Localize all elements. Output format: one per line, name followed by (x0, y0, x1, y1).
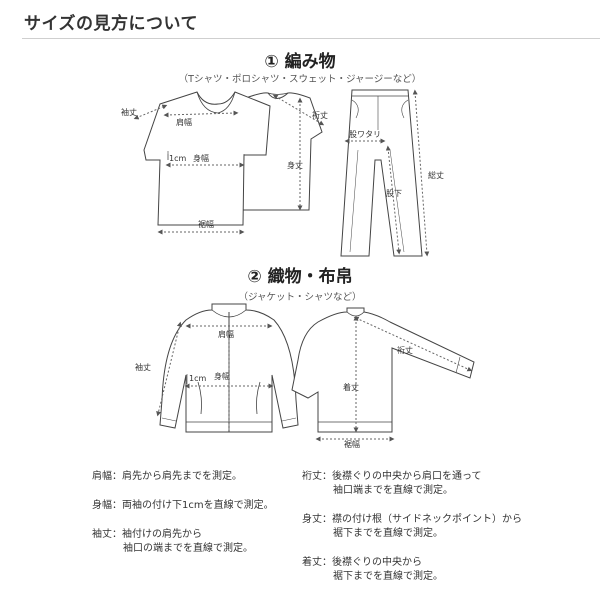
def-body-length: 身丈：襟の付け根（サイドネックポイント）から 裾下までを直線で測定。 (302, 513, 522, 541)
def-body-length-text: ：襟の付け根（サイドネックポイント）から (322, 514, 522, 525)
tshirt-1cm-label: 1cm (169, 154, 186, 163)
pants-thigh-label: 股ワタリ (349, 130, 381, 139)
page-header: サイズの見方について (0, 0, 600, 42)
tshirt-yuki-line (272, 94, 325, 126)
pants-inseam-label: 股下 (386, 189, 402, 198)
def-sleeve-text-2: 袖口の端までを直線で測定。 (123, 543, 253, 554)
jacket-hem-label: 裾幅 (344, 439, 360, 449)
header-divider (22, 38, 600, 39)
section2-subtitle: （ジャケット・シャツなど） (238, 292, 362, 303)
jacket-length-label: 着丈 (343, 382, 359, 392)
section1-subtitle: （Tシャツ・ポロシャツ・スウェット・ジャージーなど） (178, 74, 422, 85)
def-chest-label: 身幅 (92, 500, 112, 511)
def-sleeve-label: 袖丈 (92, 529, 112, 540)
pants-illustration (340, 89, 423, 257)
def-yuki-text: ：後襟ぐりの中央から肩口を通って (322, 471, 482, 482)
jacket-back-illustration (291, 307, 475, 433)
def-yuki-text-2: 袖口端までを直線で測定。 (333, 485, 453, 496)
pants-total-length-label: 総丈 (428, 170, 444, 180)
jacket-sleeve-label: 袖丈 (135, 362, 151, 372)
def-body-length-label: 身丈 (302, 514, 322, 525)
section1-title: ① 編み物 (264, 52, 336, 72)
tshirt-yuki-label: 裄丈 (312, 110, 328, 120)
def-length: 着丈：後襟ぐりの中央から 裾下までを直線で測定。 (302, 556, 443, 584)
def-sleeve: 袖丈：袖付けの肩先から 袖口の端までを直線で測定。 (92, 528, 253, 556)
page-title: サイズの見方について (24, 14, 198, 34)
def-shoulder-label: 肩幅 (92, 471, 112, 482)
jacket-1cm-label: 1cm (189, 374, 206, 383)
pants-total-length-line (412, 89, 430, 257)
jacket-yuki-line (353, 316, 473, 372)
section2-title: ② 織物・布帛 (247, 267, 353, 287)
jacket-sleeve-line (156, 321, 182, 417)
tshirt-sleeve-line (133, 104, 168, 120)
def-chest: 身幅：両袖の付け下1cmを直線で測定。 (92, 499, 274, 513)
pants-inseam-line (385, 145, 402, 255)
def-length-text: ：後襟ぐりの中央から (322, 557, 422, 568)
tshirt-front-illustration (143, 91, 271, 226)
tshirt-hem-label: 裾幅 (198, 219, 214, 229)
def-chest-text: ：両袖の付け下1cmを直線で測定。 (112, 500, 274, 511)
def-body-length-text-2: 裾下までを直線で測定。 (333, 528, 443, 539)
jacket-yuki-label: 裄丈 (397, 345, 413, 355)
tshirt-sleeve-label: 袖丈 (121, 107, 137, 117)
def-shoulder-text: ：肩先から肩先までを測定。 (112, 471, 242, 482)
def-length-text-2: 裾下までを直線で測定。 (333, 571, 443, 582)
jacket-shoulder-label: 肩幅 (218, 329, 234, 339)
tshirt-shoulder-label: 肩幅 (176, 117, 192, 127)
tshirt-chest-label: 身幅 (193, 153, 209, 163)
def-sleeve-text: ：袖付けの肩先から (112, 529, 202, 540)
def-yuki-label: 裄丈 (302, 471, 322, 482)
tshirt-body-length-label: 身丈 (287, 160, 303, 170)
def-length-label: 着丈 (302, 557, 322, 568)
def-shoulder: 肩幅：肩先から肩先までを測定。 (92, 470, 242, 484)
jacket-chest-label: 身幅 (214, 371, 230, 381)
def-yuki: 裄丈：後襟ぐりの中央から肩口を通って 袖口端までを直線で測定。 (302, 470, 482, 498)
